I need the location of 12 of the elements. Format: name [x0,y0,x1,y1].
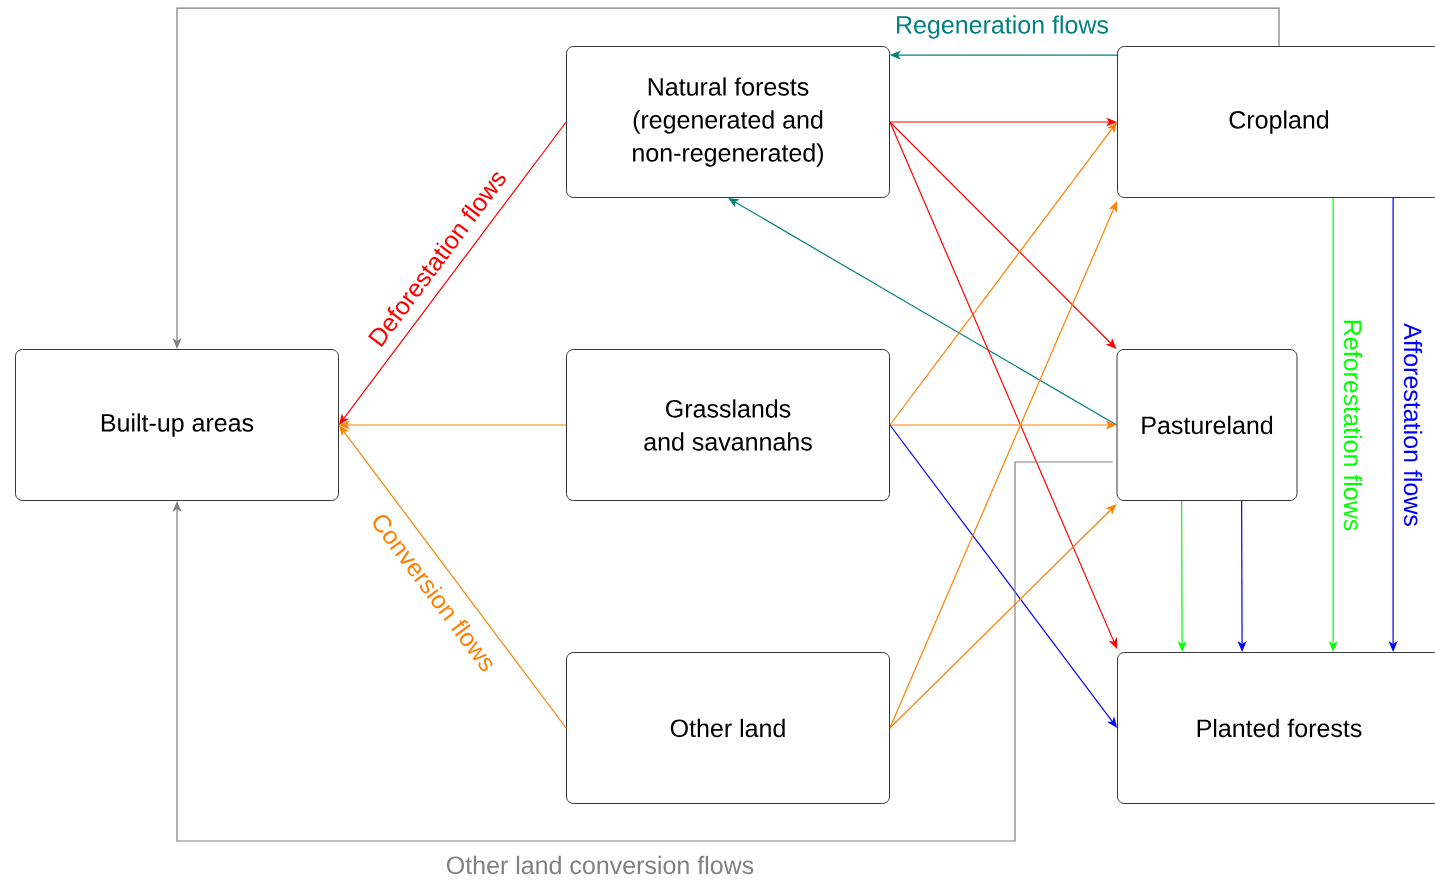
edge-label: Afforestation flows [1403,323,1423,526]
land-category-box: Cropland [1117,46,1435,198]
edge-label: Regeneration flows [897,15,1109,39]
land-category-box: Pastureland [1116,349,1298,501]
land-category-box: Built-up areas [15,349,339,501]
land-category-box: Other land [566,652,890,804]
land-category-box: Grasslands and savannahs [566,349,890,501]
edge-label: Other land conversion flows [446,855,754,875]
arrow [172,461,1114,842]
edge-label: Reforestation flows [1343,320,1363,531]
land-category-box: Natural forests (regenerated and non-regenerated) [566,46,890,198]
land-category-box: Planted forests [1117,652,1435,804]
